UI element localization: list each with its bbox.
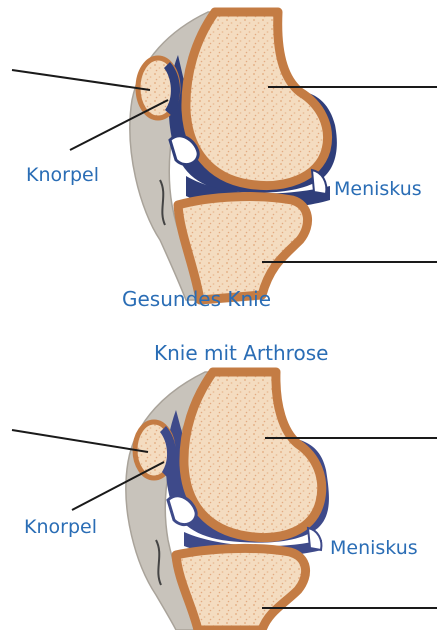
arthritic-caption: Knie mit Arthrose xyxy=(154,343,328,363)
healthy-caption: Gesundes Knie xyxy=(122,289,271,309)
healthy-knee-drawing xyxy=(130,12,337,300)
arthritic-meniscus-label: Meniskus xyxy=(330,539,418,558)
arthritic-knee-drawing xyxy=(126,372,329,630)
arthritic-femur xyxy=(184,372,322,538)
healthy-tibia xyxy=(178,197,308,300)
healthy-meniscus-label: Meniskus xyxy=(334,180,422,199)
healthy-femur xyxy=(186,12,328,186)
arthritic-meniscus-wedge xyxy=(308,528,321,550)
arthritic-cartilage-label: Knorpel xyxy=(24,518,97,537)
healthy-cartilage-label: Knorpel xyxy=(26,166,99,185)
arthritic-leader-kneecap xyxy=(12,430,148,452)
healthy-leader-kneecap xyxy=(12,70,150,90)
arthritic-tibia xyxy=(176,548,306,630)
